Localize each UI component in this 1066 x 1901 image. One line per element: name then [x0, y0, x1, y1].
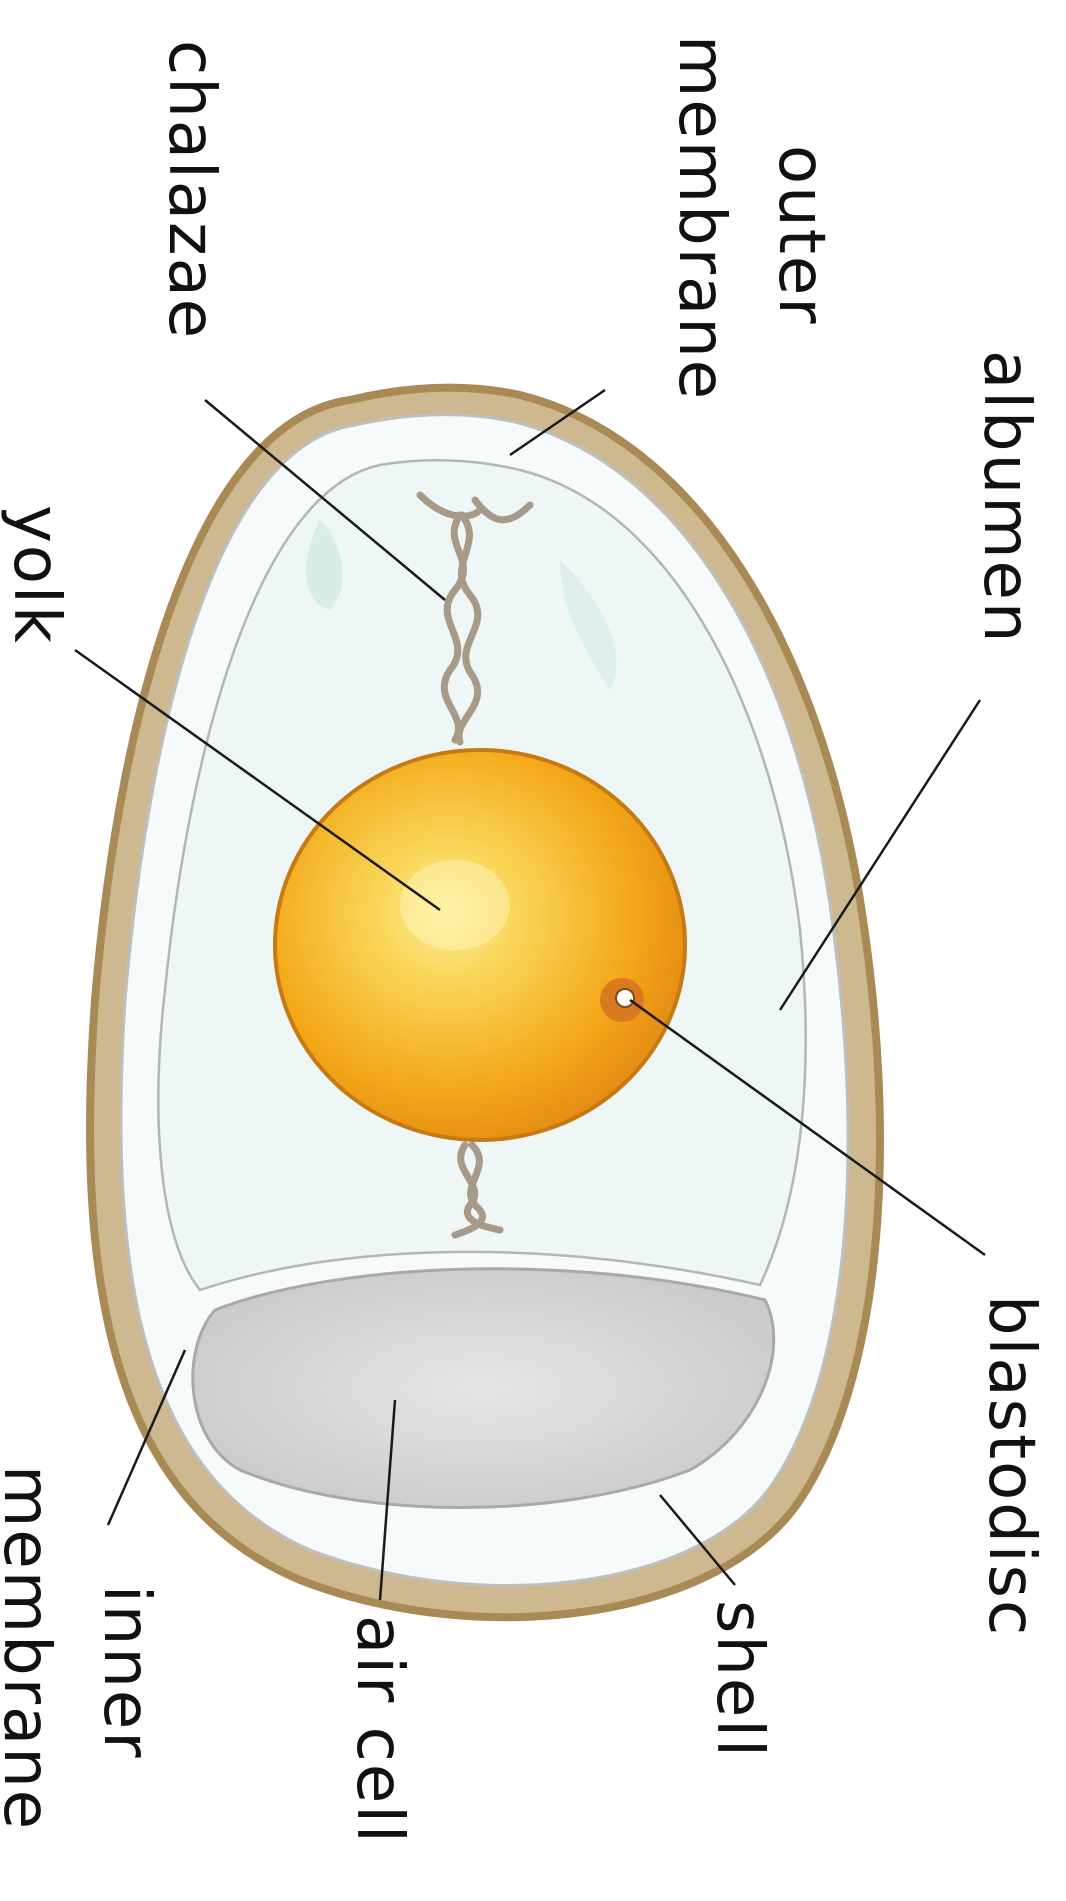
- label-yolk: yolk: [0, 505, 73, 645]
- label-inner-membrane-line1: inner: [89, 1585, 163, 1760]
- label-outer-membrane-line2: membrane: [664, 35, 738, 401]
- label-inner-membrane-line2: membrane: [0, 1465, 63, 1831]
- label-shell: shell: [702, 1600, 776, 1759]
- label-chalazae: chalazae: [154, 40, 228, 340]
- label-albumen: albumen: [969, 350, 1043, 644]
- yolk-highlight: [400, 860, 510, 950]
- air-cell: [193, 1269, 774, 1508]
- label-air-cell: air cell: [342, 1615, 416, 1845]
- label-outer-membrane-line1: outer: [764, 145, 838, 326]
- blastodisc-center: [616, 989, 634, 1007]
- label-blastodisc: blastodisc: [974, 1295, 1048, 1637]
